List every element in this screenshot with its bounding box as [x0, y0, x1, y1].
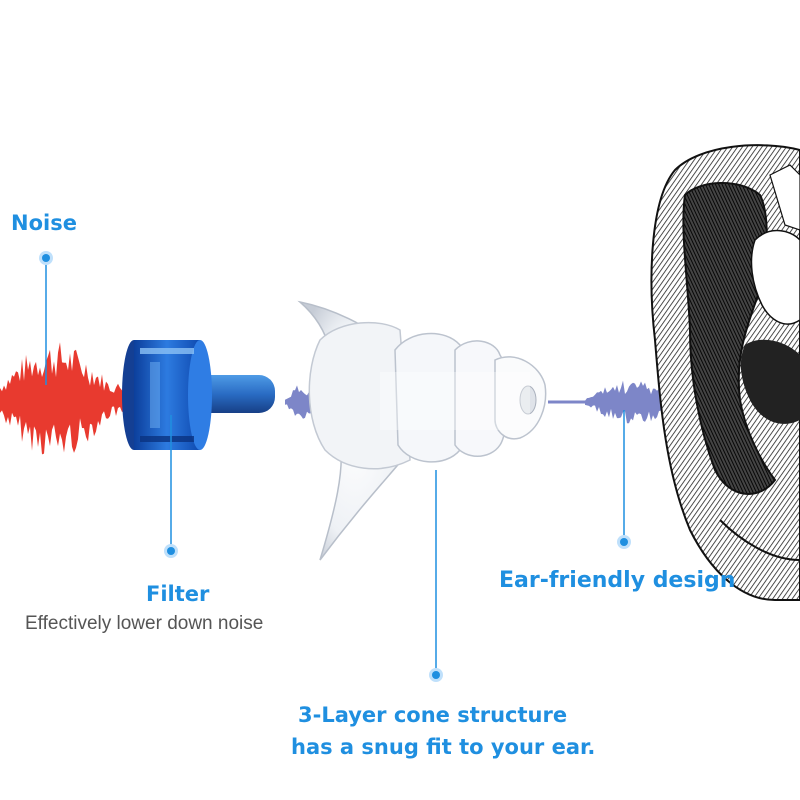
filter-label: Filter — [146, 582, 210, 606]
ear-design-callout — [617, 410, 631, 549]
cone-structure-label: 3-Layer cone structure — [298, 703, 568, 727]
ear-illustration — [650, 144, 800, 601]
earplug-icon — [297, 300, 547, 561]
cone-callout — [429, 470, 443, 682]
cone-fit-label: has a snug fit to your ear. — [291, 735, 596, 759]
noise-label: Noise — [11, 211, 77, 235]
ear-design-label: Ear-friendly design — [499, 568, 736, 593]
filter-description: Effectively lower down noise — [25, 613, 264, 634]
filter-icon — [122, 340, 275, 450]
noise-callout — [39, 251, 53, 385]
noise-waveform — [0, 342, 132, 455]
filter-callout — [164, 415, 178, 558]
